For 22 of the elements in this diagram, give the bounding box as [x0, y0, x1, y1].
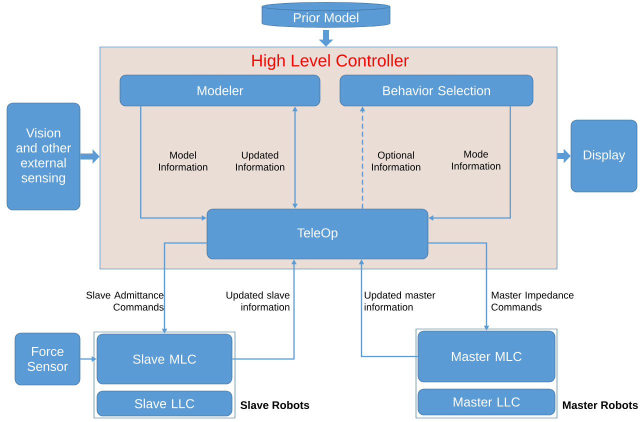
edge-label: Model Information [159, 151, 208, 171]
database-cylinder: Prior Model [262, 2, 390, 28]
panel-heading: High Level Controller [252, 54, 409, 70]
edge-label: Updated slave information [226, 291, 290, 311]
group-heading: Slave Robots [240, 400, 310, 410]
process-box: Behavior Selection [340, 74, 534, 106]
group-heading: Master Robots [562, 400, 638, 410]
process-box: TeleOp [206, 208, 428, 260]
process-box: Force Sensor [14, 332, 80, 386]
edge-label: Mode Information [452, 150, 500, 170]
edge-label: Updated Information [236, 151, 284, 171]
edge-label: Optional Information [372, 151, 420, 171]
process-box: Vision and other external sensing [6, 102, 80, 210]
process-box: Master MLC [418, 330, 556, 382]
edge-label: Slave Admittance Commands [86, 291, 164, 311]
process-box: Display [570, 120, 638, 192]
edge-label: Master Impedance Commands [492, 291, 574, 311]
process-box: Slave LLC [96, 390, 232, 416]
edge-label: Updated master information [364, 291, 436, 311]
process-box: Modeler [120, 74, 320, 106]
process-box: Master LLC [418, 388, 556, 416]
process-box: Slave MLC [96, 334, 232, 384]
